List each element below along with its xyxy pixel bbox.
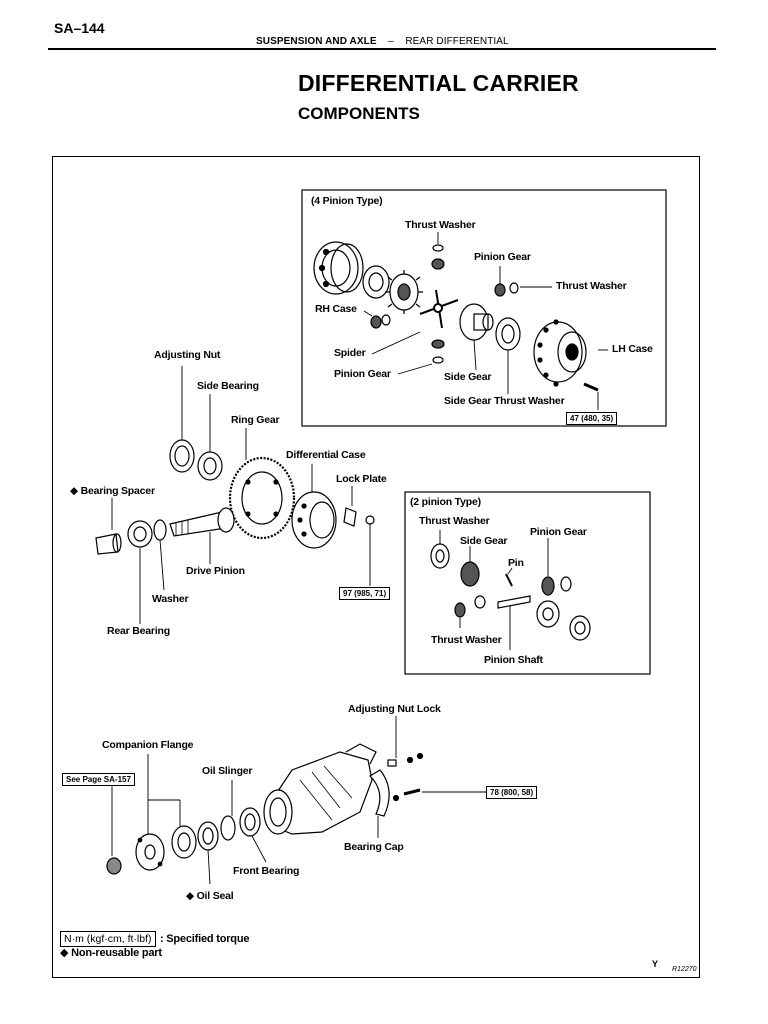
label-rh-case: RH Case	[315, 303, 357, 315]
label-2p-thrust-washer-bottom: Thrust Washer	[431, 634, 502, 646]
corner-mark: Y	[652, 959, 659, 969]
inset-4-pinion-heading: (4 Pinion Type)	[311, 195, 383, 207]
label-drive-pinion: Drive Pinion	[186, 565, 245, 577]
label-2p-side-gear: Side Gear	[460, 535, 508, 547]
cap-bolts	[392, 788, 421, 802]
label-front-bearing: Front Bearing	[233, 865, 300, 877]
rh-case-part	[313, 241, 364, 295]
non-reusable-diamond-icon: ◆	[60, 947, 69, 959]
drive-pinion-part	[169, 507, 235, 537]
subsection-name: REAR DIFFERENTIAL	[405, 36, 509, 47]
label-differential-case: Differential Case	[286, 449, 366, 461]
bearing-cap-part	[369, 769, 390, 817]
label-adjusting-nut: Adjusting Nut	[154, 349, 221, 361]
side-gear-lh	[459, 303, 494, 341]
inset-2-pinion-heading: (2 pinion Type)	[410, 496, 481, 508]
label-oil-seal-text: Oil Seal	[196, 890, 234, 902]
torque-box-lock-plate: 97 (985, 71)	[339, 587, 391, 601]
label-adjusting-nut-lock: Adjusting Nut Lock	[348, 703, 441, 715]
label-2p-pin: Pin	[508, 557, 524, 569]
section-name: SUSPENSION AND AXLE	[256, 36, 377, 47]
label-oil-seal: ◆ Oil Seal	[186, 891, 234, 902]
label-lh-case: LH Case	[612, 343, 653, 355]
label-lock-plate: Lock Plate	[336, 473, 387, 485]
label-bearing-spacer-text: Bearing Spacer	[80, 485, 155, 497]
page-title: DIFFERENTIAL CARRIER	[298, 70, 579, 96]
legend-non-reusable: ◆ Non-reusable part	[60, 948, 162, 959]
label-ring-gear: Ring Gear	[231, 414, 280, 426]
torque-box-lh-case: 47 (480, 35)	[566, 412, 618, 426]
inset-2-pinion-frame	[404, 491, 651, 675]
label-bearing-cap: Bearing Cap	[344, 841, 404, 853]
lock-plate-part	[343, 507, 375, 527]
page-number: SA–144	[54, 20, 105, 36]
label-side-gear-thrust-washer: Side Gear Thrust Washer	[444, 395, 565, 407]
non-reusable-diamond-icon: ◆	[186, 890, 194, 902]
label-thrust-washer-right: Thrust Washer	[556, 280, 627, 292]
side-gear-washer-rh	[362, 265, 390, 299]
label-rear-bearing: Rear Bearing	[107, 625, 170, 637]
oil-slinger-part	[220, 815, 236, 841]
label-2p-pinion-shaft: Pinion Shaft	[484, 654, 543, 666]
lh-case-bolt	[583, 382, 599, 392]
left-pinion-gear	[370, 314, 391, 329]
spider-part	[419, 289, 459, 329]
bearing-spacer-part	[95, 533, 122, 555]
legend-torque: N·m (kgf·cm, ft·lbf) : Specified torque	[60, 929, 249, 947]
figure-frame	[52, 156, 700, 978]
running-header: SUSPENSION AND AXLE – REAR DIFFERENTIAL	[256, 36, 509, 47]
label-oil-slinger: Oil Slinger	[202, 765, 253, 777]
label-side-bearing: Side Bearing	[197, 380, 259, 392]
header-separator: –	[388, 36, 394, 47]
differential-case-part	[291, 491, 337, 549]
label-spider: Spider	[334, 347, 366, 359]
two-pinion-parts	[430, 543, 591, 641]
label-2p-pinion-gear: Pinion Gear	[530, 526, 587, 538]
label-side-gear: Side Gear	[444, 371, 492, 383]
figure-code: R12270	[672, 966, 697, 973]
side-gear-rh	[385, 270, 423, 314]
rear-bearing-part	[127, 520, 153, 548]
oil-seal-part	[197, 821, 219, 851]
legend-units-box: N·m (kgf·cm, ft·lbf)	[60, 931, 156, 947]
label-bearing-spacer: ◆ Bearing Spacer	[70, 486, 155, 497]
see-page-box: See Page SA-157	[62, 773, 135, 787]
non-reusable-diamond-icon: ◆	[70, 485, 78, 497]
ring-gear-part	[228, 456, 296, 540]
label-companion-flange: Companion Flange	[102, 739, 194, 751]
legend-non-reusable-text: Non-reusable part	[71, 947, 162, 959]
label-thrust-washer-top: Thrust Washer	[405, 219, 476, 231]
side-gear-thrust-washer-part	[495, 317, 521, 351]
washer-part	[153, 519, 167, 541]
page-subtitle: COMPONENTS	[298, 104, 420, 123]
label-pinion-gear-bottom: Pinion Gear	[334, 368, 391, 380]
inset-4-pinion-frame	[301, 189, 667, 427]
top-thrust-washer-pinion	[431, 244, 445, 270]
label-2p-thrust-washer-top: Thrust Washer	[419, 515, 490, 527]
companion-flange-part	[135, 825, 197, 871]
flange-nut-part	[106, 857, 122, 875]
label-washer: Washer	[152, 593, 189, 605]
carrier-housing	[263, 743, 377, 835]
header-rule	[48, 48, 716, 50]
bottom-pinion-gear	[431, 339, 445, 364]
adjusting-nut-part	[169, 439, 195, 473]
label-pinion-gear-top: Pinion Gear	[474, 251, 531, 263]
torque-box-bearing-cap: 78 (800, 58)	[486, 786, 538, 800]
front-bearing-part	[239, 807, 261, 837]
side-bearing-part	[197, 451, 223, 481]
lh-case-part	[533, 319, 587, 387]
legend-specified-torque: : Specified torque	[159, 933, 250, 945]
right-pinion-gear	[494, 282, 519, 297]
adjusting-nut-lock-part	[387, 752, 424, 767]
